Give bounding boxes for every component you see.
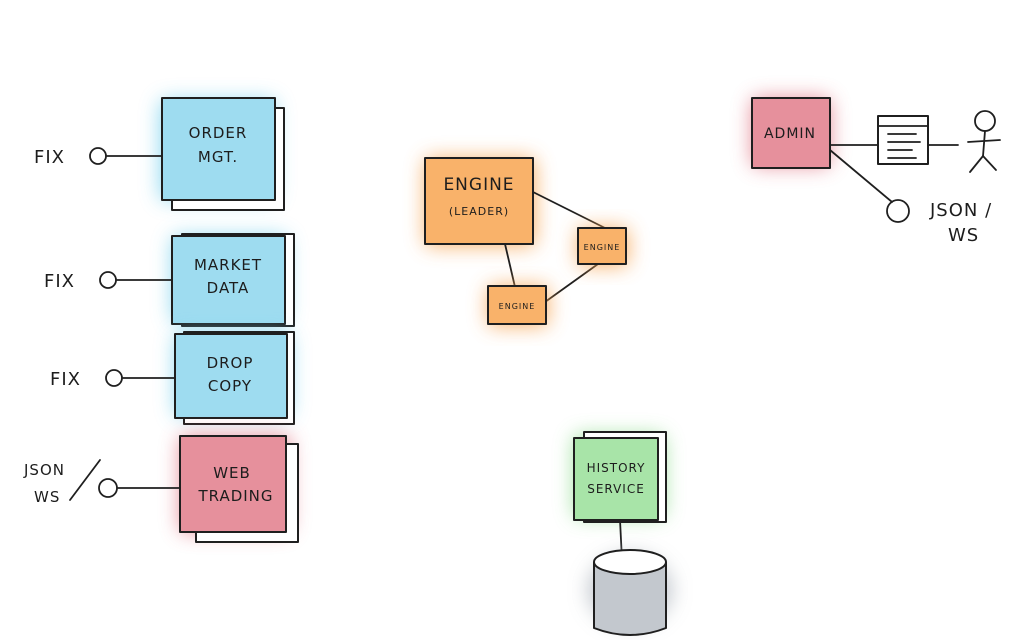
protocol-label-line1: JSON [23,461,65,479]
gateway-title-line1: DROP [207,354,254,372]
user-stick-figure-icon [967,110,1001,173]
engine-replica-1: ENGINE [577,227,628,266]
history-service: HISTORY SERVICE [573,431,667,523]
interface-circle-icon [98,478,118,498]
connector-line [829,149,893,203]
protocol-label: FIX [50,369,81,390]
database-cylinder-icon [588,549,672,636]
admin-protocol-line1: JSON / [929,200,992,221]
engine-link [544,263,599,303]
interface-circle-icon [886,199,910,223]
interface-circle-icon [89,147,107,165]
engine-link [532,191,606,229]
admin-protocol-line2: WS [948,225,979,246]
protocol-label: FIX [44,271,75,292]
document-icon [877,115,929,165]
gateway-market-data: MARKET DATA [171,233,295,327]
gateway-title-line1: WEB [213,464,251,482]
protocol-label: FIX [34,147,65,168]
gateway-title-line2: DATA [207,279,250,297]
gateway-title-line2: TRADING [197,487,273,505]
admin-box: ADMIN [751,97,831,169]
engine-leader-subtitle: (LEADER) [449,205,509,218]
gateway-order-mgt: ORDER MGT. [160,97,285,211]
admin-label: ADMIN [764,126,816,142]
gateway-title-line1: ORDER [189,124,248,142]
gateway-title-line2: COPY [208,377,252,395]
engine-leader-title: ENGINE [443,175,514,195]
engine-leader: ENGINE (LEADER) [424,157,535,246]
history-title-line1: HISTORY [587,461,646,475]
engine-link [504,243,516,288]
engine-replica-2: ENGINE [487,285,548,326]
gateway-drop-copy: DROP COPY [174,331,295,425]
gateway-title-line1: MARKET [194,256,262,274]
gateway-web-trading: WEB TRADING [179,435,299,543]
gateway-title-line2: MGT. [198,148,238,166]
interface-circle-icon [99,271,117,289]
engine-replica-label: ENGINE [499,302,536,311]
protocol-label-line2: WS [34,488,60,506]
slash-mark [69,459,101,501]
interface-circle-icon [105,369,123,387]
engine-replica-label: ENGINE [584,243,621,252]
history-title-line2: SERVICE [587,482,645,496]
